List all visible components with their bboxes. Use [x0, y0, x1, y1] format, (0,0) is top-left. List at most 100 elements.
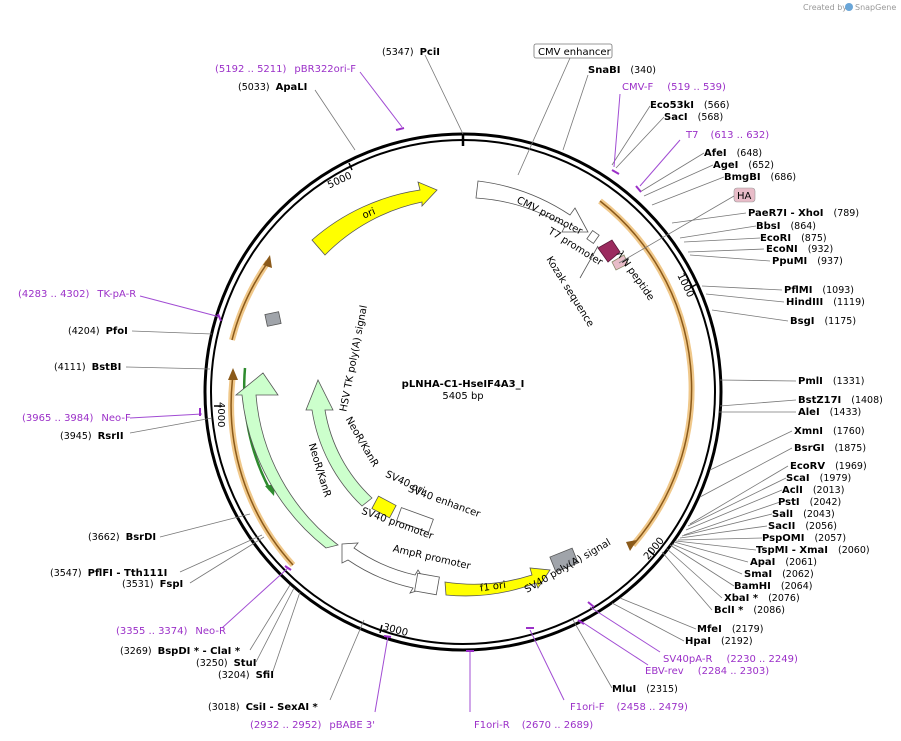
left-leaders — [125, 330, 365, 701]
site-bstz17i: BstZ17I(1408) — [798, 395, 883, 406]
site-leader — [651, 176, 725, 206]
primer-neo-f: (3965 .. 3984)Neo-F — [22, 413, 131, 424]
site-leader — [643, 164, 714, 197]
site-leader — [314, 89, 356, 151]
site-hpai: HpaI(2192) — [685, 636, 753, 647]
cmv-enhancer-leader — [517, 57, 571, 176]
site-sacii: SacII(2056) — [768, 521, 837, 532]
orf-neo-arrowhead — [228, 368, 238, 380]
ampr-promoter-box — [414, 572, 440, 596]
site-bsrgi: BsrGI(1875) — [794, 443, 866, 454]
site-leader — [562, 74, 589, 151]
site-leader — [639, 152, 705, 193]
primer-f1ori-f: F1ori-F(2458 .. 2479) — [570, 702, 688, 713]
site-pmli: PmlI(1331) — [798, 376, 865, 387]
neo-outer-arrow — [234, 372, 339, 549]
cmv-enhancer-box — [533, 43, 613, 59]
site-acli: AclI(2013) — [782, 485, 844, 496]
site-ecorv: EcoRV(1969) — [790, 461, 867, 472]
site-smai: SmaI(2062) — [744, 569, 814, 580]
site-sali: SalI(2043) — [772, 509, 835, 520]
site-bbsi: BbsI(864) — [756, 221, 816, 232]
site-econi: EcoNI(932) — [766, 244, 833, 255]
credit-prefix: Created by — [803, 3, 847, 12]
site-xmai: TspMI - XmaI(2060) — [756, 545, 870, 556]
orf-neo-line — [230, 374, 294, 566]
primer-leaders — [129, 71, 681, 713]
f1-ori-label: f1 ori — [479, 580, 506, 595]
primer-f1ori-r: F1ori-R(2670 .. 2689) — [474, 720, 593, 731]
tick-mark — [348, 162, 353, 171]
site-stui: (3250)StuI — [196, 658, 256, 669]
site-bmgbi: BmgBI(686) — [724, 172, 796, 183]
right-leaders — [572, 212, 797, 689]
tick-mark — [647, 549, 655, 556]
site-snabi: SnaBI(340) — [588, 65, 656, 76]
site-ppumi: PpuMI(937) — [772, 256, 843, 267]
site-alei: AleI(1433) — [798, 407, 861, 418]
tick-mark — [379, 624, 383, 634]
site-bsgi: BsgI(1175) — [790, 316, 856, 327]
tick-5000-label: 5000 — [326, 170, 354, 191]
primer-ebv-rev: EBV-rev(2284 .. 2303) — [645, 666, 769, 677]
site-bcli: BclI *(2086) — [714, 605, 785, 616]
site-afei: AfeI(648) — [704, 148, 762, 159]
sv40-enhancer-box — [396, 507, 434, 533]
ampr-promoter-label: AmpR promoter — [392, 544, 473, 573]
site-leader — [615, 116, 665, 169]
site-agei: AgeI(652) — [713, 160, 774, 171]
ha-label: HA — [737, 191, 752, 202]
ha-leader — [618, 195, 735, 264]
ori-arrow — [311, 181, 438, 256]
sv40-promoter-arrow — [341, 542, 430, 594]
sv40-polya-box — [549, 547, 579, 573]
primer-pbabe-3: (2932 .. 2952)pBABE 3' — [250, 720, 375, 731]
tick-2000-label: 2000 — [642, 536, 667, 563]
site-apali: (5033)ApaLI — [238, 82, 307, 93]
primer-t7: T7(613 .. 632) — [685, 130, 769, 141]
neo-inner-label: NeoR/KanR — [343, 415, 380, 469]
primer-pbr322ori-f: (5192 .. 5211)pBR322ori-F — [215, 64, 356, 75]
ori-label: ori — [361, 206, 377, 221]
site-bamhi: BamHI(2064) — [734, 581, 812, 592]
hsv-polya-label: HSV TK poly(A) signal — [338, 304, 369, 412]
orf-hsv-outline — [229, 260, 271, 341]
t7-promoter-box — [586, 230, 600, 244]
plasmid-name: pLNHA-C1-HseIF4A3_I — [402, 379, 525, 390]
site-saci: SacI(568) — [664, 112, 723, 123]
site-sexai: (3018)CsiI - SexAI * — [208, 702, 319, 713]
site-xbai: XbaI *(2076) — [724, 593, 800, 604]
cmv-enhancer-label: CMV enhancer — [538, 47, 612, 58]
site-pfoi: (4204)PfoI — [68, 326, 128, 337]
f1-ori-arrow — [444, 567, 551, 597]
site-ecori: EcoRI(875) — [760, 233, 827, 244]
plasmid-length: 5405 bp — [442, 391, 483, 402]
orf-main-line — [599, 200, 693, 546]
site-bstbi: (4111)BstBI — [54, 362, 121, 373]
site-eco53ki: Eco53kI(566) — [650, 100, 729, 111]
primer-sv40pa-r: SV40pA-R(2230 .. 2249) — [663, 654, 798, 665]
site-scai: ScaI(1979) — [786, 473, 851, 484]
site-mlui: MluI(2315) — [612, 684, 678, 695]
orf-main-arrowhead — [626, 540, 637, 551]
site-rsrii: (3945)RsrII — [60, 431, 124, 442]
site-pflmi: PflMI(1093) — [784, 285, 854, 296]
tick-4000-label: 4000 — [215, 402, 226, 427]
tick-mark — [689, 283, 698, 289]
site-hindiii: HindIII(1119) — [786, 297, 865, 308]
snapgene-logo-icon — [845, 3, 853, 11]
cmv-promoter-arrow — [475, 180, 589, 233]
ha-badge — [733, 187, 756, 203]
kozak-leader — [579, 245, 599, 279]
neo-inner-arrow — [305, 379, 373, 507]
sv40-ori-box — [371, 495, 397, 519]
site-fspi: (3531)FspI — [122, 579, 183, 590]
site-xhoi: PaeR7I - XhoI(789) — [748, 208, 859, 219]
site-leader — [611, 105, 651, 166]
credit-brand: SnapGene — [855, 3, 896, 12]
primer-neo-r: (3355 .. 3374)Neo-R — [116, 626, 226, 637]
site-psti: PstI(2042) — [778, 497, 841, 508]
site-bsrdi: (3662)BsrDI — [88, 532, 156, 543]
site-sfii: (3204)SfiI — [218, 670, 274, 681]
